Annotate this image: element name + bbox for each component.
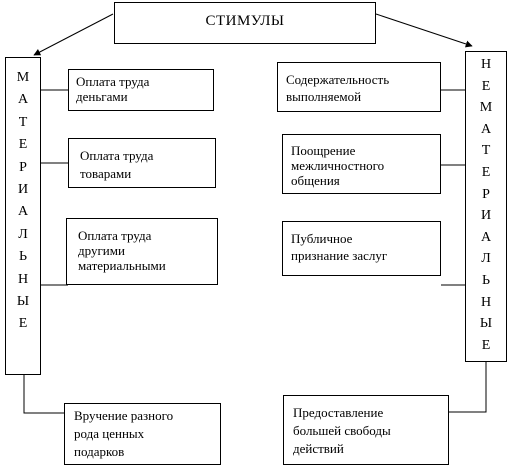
letter: Ы [479,316,493,332]
letter: Ы [16,294,30,310]
nonmaterial-item-communication: Поощрение межличностного общения [282,134,441,194]
material-column: М А Т Е Р И А Л Ь Н Ы Е [5,57,41,375]
letter: А [480,121,492,137]
letter: Р [19,159,27,175]
nonmaterial-item-recognition: Публичное признание заслуг [282,221,441,276]
arrow-to-material [33,13,114,56]
item-text: Поощрение межличностного общения [291,143,385,188]
letter: Ь [481,272,491,288]
letter: И [17,182,29,198]
letter: Л [481,251,491,267]
letter: Е [18,137,28,153]
letter: М [479,100,493,116]
title-text: СТИМУЛЫ [205,13,285,29]
nonmaterial-column: Н Е М А Т Е Р И А Л Ь Н Ы Е [465,51,507,362]
material-item-money: Оплата труда деньгами [68,69,214,111]
letter: Н [17,271,29,287]
material-item-gifts: Вручение разного рода ценных подарков [64,403,221,465]
letter: Е [18,316,28,332]
title-box: СТИМУЛЫ [114,2,376,44]
item-text: Оплата труда деньгами [76,74,150,104]
material-item-other: Оплата труда другими материальными [66,218,218,285]
letter: А [480,229,492,245]
material-letters: М А Т Е Р И А Л Ь Н Ы Е [6,58,40,336]
item-text: Предоставление большей свободы действий [293,405,391,456]
item-text: Оплата труда товарами [80,148,154,181]
item-text: Содержательность выполняемой [286,72,390,104]
letter: А [17,92,29,108]
item-text: Оплата труда другими материальными [78,228,166,273]
item-text: Публичное признание заслуг [291,231,388,263]
letter: Т [18,114,28,130]
connector-left-4 [23,375,64,414]
letter: М [16,70,30,85]
letter: Т [481,143,491,159]
item-text: Вручение разного рода ценных подарков [74,408,174,459]
letter: Е [481,78,491,94]
letter: Е [481,164,491,180]
letter: Н [480,294,492,310]
letter: И [480,208,492,224]
arrow-to-nonmaterial [375,13,473,48]
letter: Ь [18,249,28,265]
connector-right-4 [449,362,487,413]
nonmaterial-item-content: Содержательность выполняемой [277,62,441,112]
letter: А [17,204,29,220]
letter: Л [18,226,28,242]
letter: Н [480,57,492,72]
letter: Р [482,186,490,202]
material-item-goods: Оплата труда товарами [68,138,216,188]
nonmaterial-letters: Н Е М А Т Е Р И А Л Ь Н Ы Е [466,52,506,356]
letter: Е [481,337,491,353]
nonmaterial-item-freedom: Предоставление большей свободы действий [283,395,449,465]
